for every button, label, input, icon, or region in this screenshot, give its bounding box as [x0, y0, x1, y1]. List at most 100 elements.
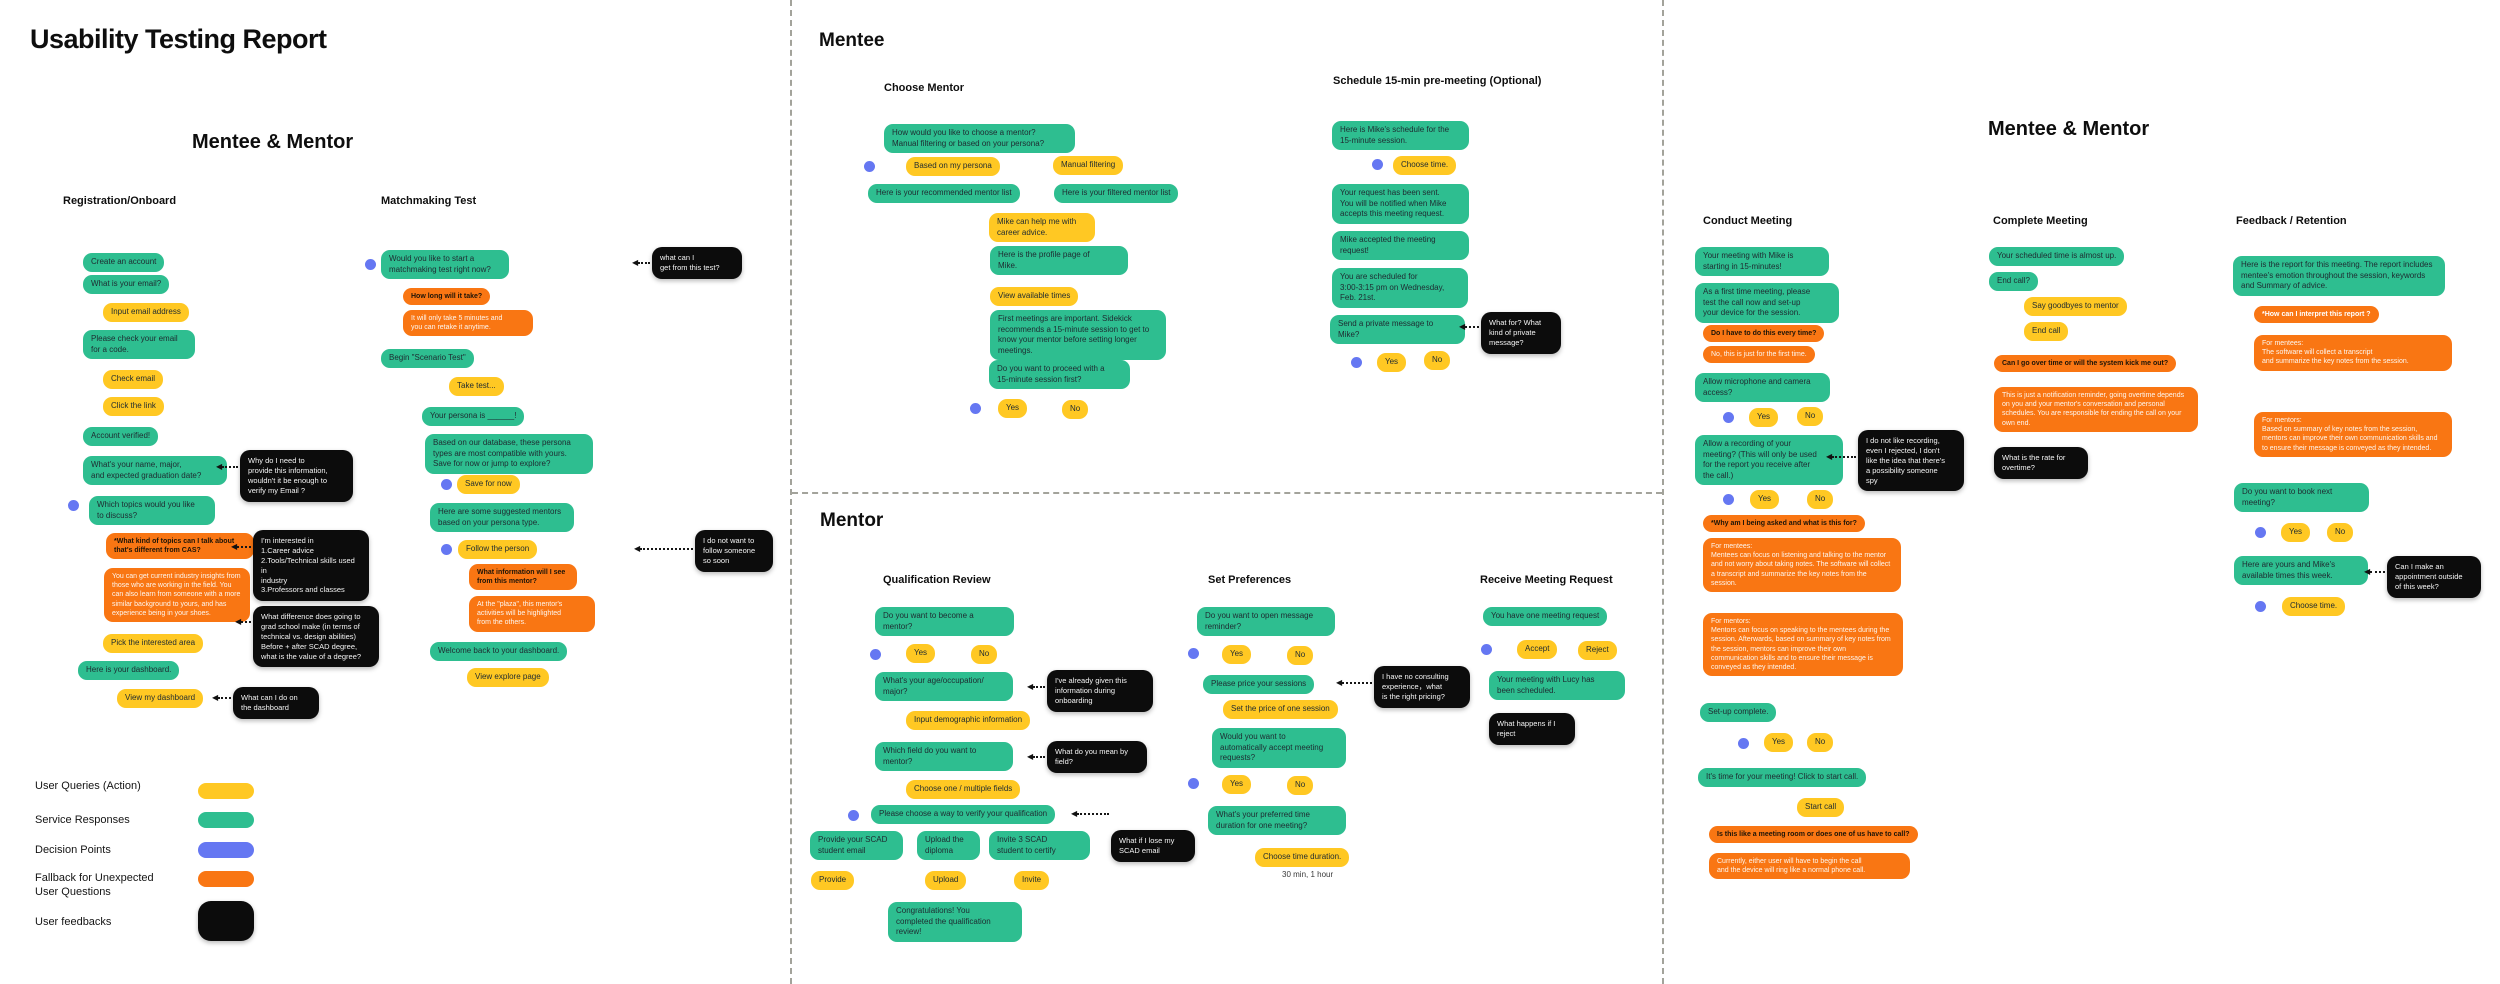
fallback-bubble: Currently, either user will have to begi…	[1709, 853, 1910, 880]
user-feedback-bubble: I'm interested in 1.Career advice 2.Tool…	[253, 530, 369, 602]
user-feedback-bubble: What difference does going to grad schoo…	[253, 606, 379, 668]
fallback-bubble: For mentees: The software will collect a…	[2254, 335, 2452, 371]
service-response-bubble: You have one meeting request	[1483, 607, 1608, 626]
service-response-bubble: What's your preferred time duration for …	[1208, 806, 1346, 836]
fallback-question-bubble: Is this like a meeting room or does one …	[1709, 826, 1918, 844]
user-query-bubble: No	[1807, 733, 1834, 752]
user-query-bubble: Accept	[1517, 640, 1558, 659]
service-response-bubble: Upload the diploma	[917, 831, 980, 861]
decision-point-dot	[2255, 601, 2266, 612]
user-query-bubble: No	[2327, 523, 2354, 542]
service-response-bubble: Do you want to open message reminder?	[1197, 607, 1335, 637]
user-query-bubble: Choose time.	[1393, 156, 1457, 175]
fallback-question-bubble: Can I go over time or will the system ki…	[1994, 355, 2177, 373]
service-response-bubble: Here are some suggested mentors based on…	[430, 503, 574, 533]
fallback-bubble: No, this is just for the first time.	[1703, 346, 1815, 364]
user-query-bubble: Yes	[998, 399, 1028, 418]
service-response-bubble: First meetings are important. Sidekick r…	[990, 310, 1166, 361]
decision-point-dot	[2255, 527, 2266, 538]
service-response-bubble: What's your name, major, and expected gr…	[83, 456, 227, 486]
service-response-bubble: Please choose a way to verify your quali…	[871, 805, 1056, 824]
legend-label: Service Responses	[35, 814, 130, 826]
service-response-bubble: Invite 3 SCAD student to certify	[989, 831, 1090, 861]
legend-label: User Queries (Action)	[35, 780, 141, 792]
legend-swatch-fallback	[198, 871, 254, 887]
user-query-bubble: Choose one / multiple fields	[906, 780, 1021, 799]
service-response-bubble: What is your email?	[83, 275, 170, 294]
decision-point-dot	[1481, 644, 1492, 655]
user-query-bubble: Yes	[1377, 353, 1407, 372]
user-query-bubble: Choose time.	[2282, 597, 2346, 616]
decision-point-dot	[1723, 412, 1734, 423]
service-response-bubble: Here is the report for this meeting. The…	[2233, 256, 2445, 296]
column-header-schedule: Schedule 15-min pre-meeting (Optional)	[1333, 75, 1542, 87]
section-title-mentee-mentor-right: Mentee & Mentor	[1988, 118, 2150, 140]
column-header-feedback: Feedback / Retention	[2236, 215, 2347, 227]
fallback-bubble: For mentors: Based on summary of key not…	[2254, 412, 2452, 457]
decision-point-dot	[864, 161, 875, 172]
section-divider-vertical	[790, 0, 792, 984]
user-feedback-bubble: What for? What kind of private message?	[1481, 312, 1561, 354]
service-response-bubble: Based on our database, these persona typ…	[425, 434, 593, 474]
callout-connector	[632, 258, 650, 267]
service-response-bubble: Here is your filtered mentor list	[1054, 184, 1179, 203]
legend-label: Decision Points	[35, 844, 111, 856]
user-query-bubble: Input demographic information	[906, 711, 1031, 730]
callout-connector	[1027, 752, 1045, 761]
service-response-bubble: You are scheduled for 3:00-3:15 pm on We…	[1332, 268, 1468, 308]
service-response-bubble: Here is your recommended mentor list	[868, 184, 1020, 203]
service-response-bubble: Welcome back to your dashboard.	[430, 642, 568, 661]
legend-label: Fallback for Unexpected User Questions	[35, 872, 154, 899]
service-response-bubble: Create an account	[83, 253, 165, 272]
callout-connector	[2364, 567, 2385, 576]
user-query-bubble: View my dashboard	[117, 689, 204, 708]
fallback-bubble: You can get current industry insights fr…	[104, 568, 250, 623]
decision-point-dot	[1723, 494, 1734, 505]
user-query-bubble: Upload	[925, 871, 967, 890]
service-response-bubble: Would you like to start a matchmaking te…	[381, 250, 509, 280]
user-query-bubble: Yes	[1222, 775, 1252, 794]
service-response-bubble: It's time for your meeting! Click to sta…	[1698, 768, 1867, 787]
service-response-bubble: Your meeting with Mike is starting in 15…	[1695, 247, 1829, 277]
callout-connector	[235, 617, 251, 626]
fallback-question-bubble: *What kind of topics can I talk about th…	[106, 533, 254, 560]
user-query-bubble: No	[1797, 407, 1824, 426]
service-response-bubble: How would you like to choose a mentor? M…	[884, 124, 1075, 154]
user-query-bubble: No	[1287, 646, 1314, 665]
user-query-bubble: Say goodbyes to mentor	[2024, 297, 2127, 316]
user-feedback-bubble: What if I lose my SCAD email	[1111, 830, 1195, 862]
decision-point-dot	[1188, 778, 1199, 789]
callout-connector	[216, 462, 238, 471]
user-feedback-bubble: I do not want to follow someone so soon	[695, 530, 773, 572]
fallback-bubble: For mentees: Mentees can focus on listen…	[1703, 538, 1901, 593]
user-feedback-bubble: I have no consulting experience，what is …	[1374, 666, 1470, 708]
user-query-bubble: Provide	[811, 871, 855, 890]
column-header-matchmaking: Matchmaking Test	[381, 195, 477, 207]
service-response-bubble: Begin "Scenario Test"	[381, 349, 474, 368]
legend-swatch-user_feedback	[198, 901, 254, 941]
fallback-question-bubble: What information will I see from this me…	[469, 564, 577, 591]
column-header-conduct-meeting: Conduct Meeting	[1703, 215, 1793, 227]
user-query-bubble: Mike can help me with career advice.	[989, 213, 1095, 243]
decision-point-dot	[441, 544, 452, 555]
service-response-bubble: Provide your SCAD student email	[810, 831, 903, 861]
service-response-bubble: Please price your sessions	[1203, 675, 1315, 694]
column-header-qualification: Qualification Review	[883, 574, 991, 586]
user-query-bubble: View explore page	[467, 668, 549, 687]
callout-connector	[634, 544, 693, 553]
fallback-question-bubble: *How can I interpret this report ?	[2254, 306, 2379, 324]
user-query-bubble: Yes	[1749, 408, 1779, 427]
decision-point-dot	[970, 403, 981, 414]
user-feedback-bubble: I do not like recording, even I rejected…	[1858, 430, 1964, 492]
section-divider-horizontal	[792, 492, 1662, 494]
user-query-bubble: Follow the person	[458, 540, 538, 559]
fallback-question-bubble: *Why am I being asked and what is this f…	[1703, 515, 1865, 533]
user-query-bubble: Input email address	[103, 303, 189, 322]
user-query-bubble: Yes	[1764, 733, 1794, 752]
service-response-bubble: Congratulations! You completed the quali…	[888, 902, 1022, 942]
user-query-bubble: Yes	[906, 644, 936, 663]
callout-connector	[1027, 682, 1045, 691]
user-query-bubble: Click the link	[103, 397, 164, 416]
service-response-bubble: Your persona is ______!	[422, 407, 525, 426]
